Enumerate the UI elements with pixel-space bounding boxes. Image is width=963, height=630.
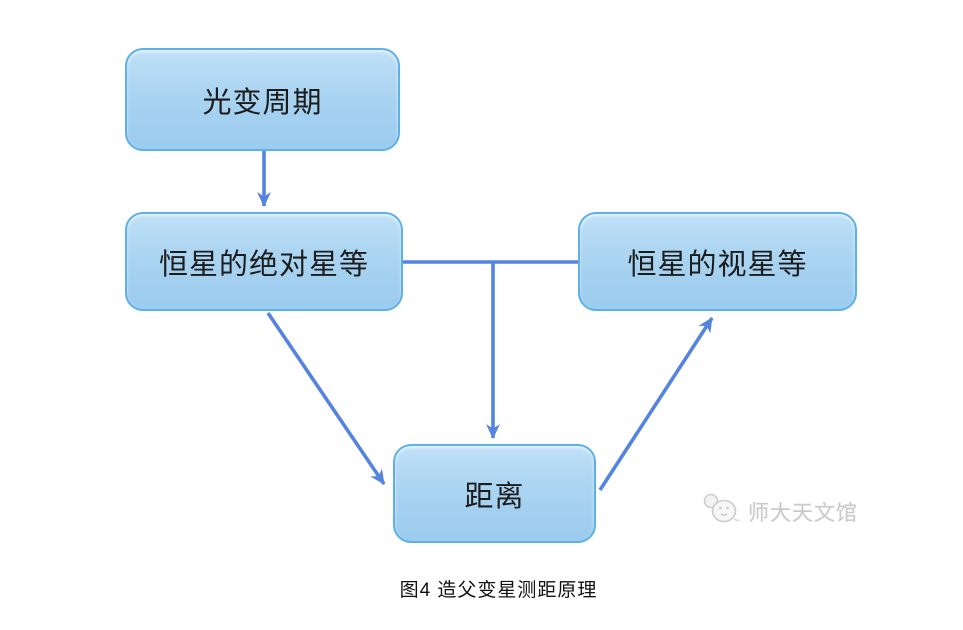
node-apparent-magnitude: 恒星的视星等 <box>578 212 857 311</box>
node-label: 光变周期 <box>202 86 323 119</box>
node-label: 恒星的绝对星等 <box>158 248 369 281</box>
node-distance: 距离 <box>393 444 596 543</box>
node-label: 距离 <box>464 480 525 513</box>
watermark: 师大天文馆 <box>701 490 858 533</box>
planetarium-mascot-logo-icon <box>701 490 741 533</box>
watermark-text: 师大天文馆 <box>748 501 858 525</box>
node-label: 恒星的视星等 <box>627 248 808 281</box>
arrow-distance-to-apparent <box>598 317 714 491</box>
arrow-absolute-to-distance <box>266 311 386 486</box>
figure-caption: 图4 造父变星测距原理 <box>399 580 598 601</box>
node-absolute-magnitude: 恒星的绝对星等 <box>125 212 403 311</box>
node-light-variation-period: 光变周期 <box>125 48 400 151</box>
